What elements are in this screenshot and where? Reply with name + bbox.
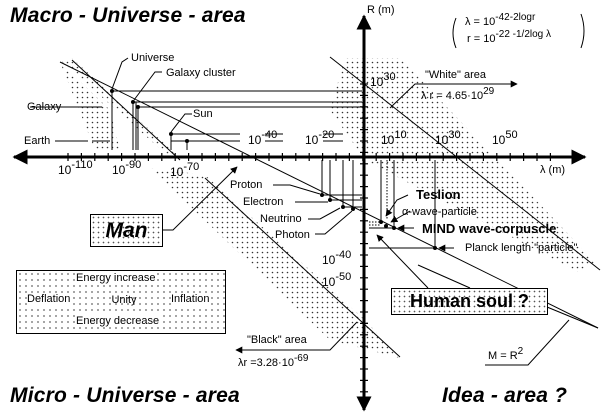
label-planck-length: Planck length "particle" (465, 242, 578, 254)
label-sun: Sun (193, 108, 213, 120)
label-photon: Photon (275, 229, 310, 241)
macro-dotted-band (60, 58, 180, 162)
black-dotted-band (150, 168, 400, 358)
soul-connector (546, 306, 599, 329)
y-tick-label: 10-40 (322, 249, 352, 268)
white-area-arrow (389, 80, 518, 109)
soul-arrow-2 (417, 264, 471, 289)
x-axis-ticks (67, 153, 552, 161)
deflation-label: Deflation (27, 293, 71, 305)
human-soul-label: Human soul ? (409, 291, 529, 311)
white-area-title: "White" area (425, 69, 486, 81)
y-tick-label: 1030 (370, 71, 396, 90)
label-neutrino: Neutrino (260, 213, 302, 225)
soul-arrow-1 (376, 234, 429, 289)
x-tick-label: 10-20 (305, 129, 335, 148)
man-label: Man (105, 219, 148, 242)
label-universe: Universe (131, 52, 175, 64)
x-tick-label: 10-110 (58, 159, 93, 178)
label-earth: Earth (24, 135, 51, 147)
white-boundary-line (329, 56, 601, 271)
man-arrow (163, 166, 238, 231)
label-galaxy-cluster: Galaxy cluster (166, 67, 236, 79)
black-area-title: "Black" area (247, 334, 307, 346)
label-mind-wave-corpuscle: MIND wave-corpuscle (422, 221, 557, 236)
macro-dotted-band-2 (60, 62, 120, 150)
micro-universe-title: Micro - Universe - area (10, 384, 240, 407)
x-tick-label: 10-40 (248, 129, 278, 148)
x-tick-label: 10-70 (170, 161, 200, 180)
black-area-arrow (235, 321, 358, 354)
label-galaxy: Galaxy (27, 101, 62, 113)
human-soul-box: Human soul ? (391, 288, 548, 315)
mass-leader (485, 319, 570, 366)
label-electron: Electron (243, 196, 284, 208)
macro-universe-title: Macro - Universe - area (10, 4, 246, 27)
equation-brace-right (580, 13, 585, 49)
equation-brace-left (452, 17, 457, 49)
idea-area-title: Idea - area ? (442, 384, 568, 407)
y-tick-label: 10-50 (322, 271, 352, 290)
black-boundary-line (204, 177, 401, 358)
y-axis-ticks (360, 83, 368, 393)
x-tick-label: 10-90 (112, 159, 142, 178)
energy-decrease-label: Energy decrease (76, 315, 160, 327)
y-axis-label: R (m) (367, 4, 395, 16)
label-proton: Proton (230, 179, 263, 191)
macro-steep-line (71, 59, 181, 161)
unity-label: Unity (111, 294, 137, 306)
label-teslion: Teslion (416, 187, 461, 202)
x-tick-label: 1030 (435, 129, 461, 148)
mass-relation: M = R2 (488, 346, 524, 363)
man-box: Man (90, 214, 163, 247)
equation-r: r = 10-22 -1/2log λ (467, 29, 552, 46)
white-area-formula: λ r = 4.65·1029 (421, 86, 495, 103)
black-area-formula: λr =3.28·10-69 (238, 353, 309, 370)
energy-increase-label: Energy increase (76, 272, 156, 284)
inflation-label: Inflation (171, 293, 210, 305)
label-alpha-wave-particle: α-wave-particle (402, 206, 477, 218)
white-dotted-band (330, 58, 595, 272)
x-tick-label: 1050 (492, 129, 518, 148)
x-axis-label: λ (m) (540, 164, 566, 176)
x-tick-label: 1010 (381, 129, 407, 148)
equation-lambda: λ = 10-42-2logr (465, 12, 536, 29)
